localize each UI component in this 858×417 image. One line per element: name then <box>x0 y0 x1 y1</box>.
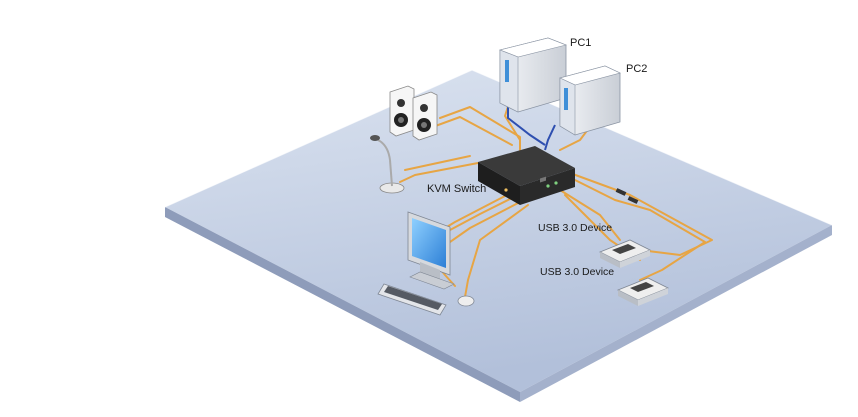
mouse <box>457 295 475 307</box>
blue-cables <box>507 103 556 151</box>
mic-cable-2 <box>404 155 471 171</box>
usb-cable-2 <box>574 179 706 281</box>
usb-device-1-label: USB 3.0 Device <box>538 222 613 234</box>
speaker-cable-2 <box>429 116 513 146</box>
pc2-tower <box>559 65 621 136</box>
speaker-cable <box>439 106 521 151</box>
speakers <box>389 85 438 141</box>
pc2-label: PC2 <box>626 63 648 75</box>
kvm-switch-label: KVM Switch <box>427 183 487 195</box>
mouse-cable <box>464 204 529 298</box>
usb-device-1 <box>599 239 651 268</box>
usb-cable-1 <box>569 172 713 256</box>
pc1-tower <box>499 37 567 113</box>
cables <box>399 99 713 298</box>
pc1-label: PC1 <box>570 37 592 49</box>
microphone <box>370 135 405 194</box>
usb-connectors <box>615 188 639 204</box>
mic-cable <box>399 162 479 183</box>
monitor <box>407 211 455 290</box>
usb-device-2-label: USB 3.0 Device <box>540 266 615 278</box>
usb-cable-3 <box>559 189 621 241</box>
floor-platform <box>164 69 833 402</box>
kvm-switch-device <box>478 146 575 205</box>
usb-device-2 <box>617 277 669 306</box>
keyboard <box>377 283 447 316</box>
